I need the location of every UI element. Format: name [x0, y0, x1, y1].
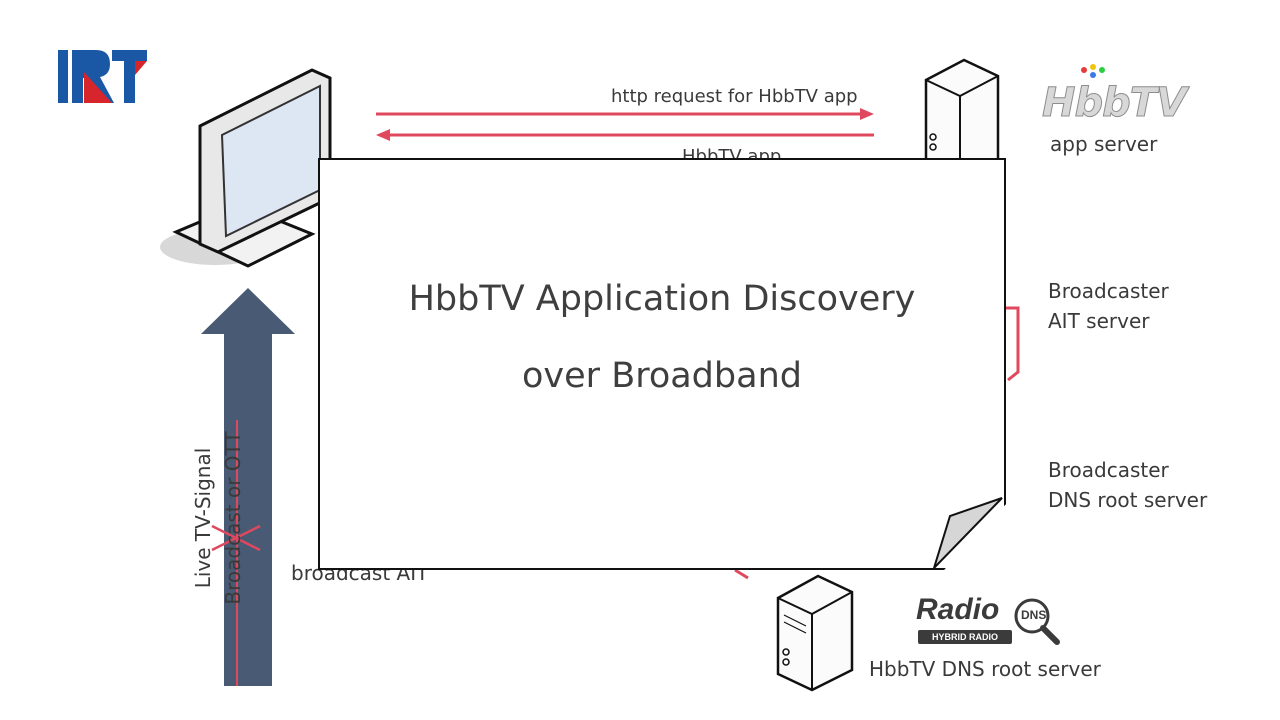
dns-server-icon — [776, 574, 854, 692]
red-connector-line — [734, 568, 749, 580]
app-server-label: app server — [1050, 132, 1158, 156]
broadcaster-dns-label: Broadcaster DNS root server — [1048, 458, 1208, 512]
broadcaster-ait-label: Broadcaster AIT server — [1048, 279, 1169, 333]
radiodns-logo-dns: DNS — [1021, 608, 1047, 622]
card-title-line1: HbbTV Application Discovery — [408, 279, 916, 319]
ait-server-glyph — [1004, 306, 1020, 382]
radiodns-logo-icon — [1014, 598, 1060, 645]
title-card: HbbTV Application Discovery over Broadba… — [318, 158, 1006, 570]
radiodns-logo-word: Radio — [916, 593, 1000, 626]
tv-set-icon — [160, 68, 332, 268]
hbbtv-logo-dots — [1081, 64, 1105, 78]
http-request-arrow — [376, 108, 874, 120]
card-title-line2: over Broadband — [522, 356, 802, 396]
live-signal-arrow — [201, 288, 295, 686]
http-request-label: http request for HbbTV app — [611, 86, 858, 107]
radiodns-hybrid-badge: HYBRID RADIO — [918, 630, 1012, 644]
page-curl-icon — [933, 497, 1003, 568]
live-signal-label: Live TV-Signal Broadcast or OTT — [191, 431, 245, 605]
http-response-arrow — [376, 129, 874, 141]
irt-logo — [58, 50, 147, 103]
hbbtv-logo: HbbTV — [1042, 80, 1188, 127]
hbbtv-dns-label: HbbTV DNS root server — [869, 657, 1101, 681]
